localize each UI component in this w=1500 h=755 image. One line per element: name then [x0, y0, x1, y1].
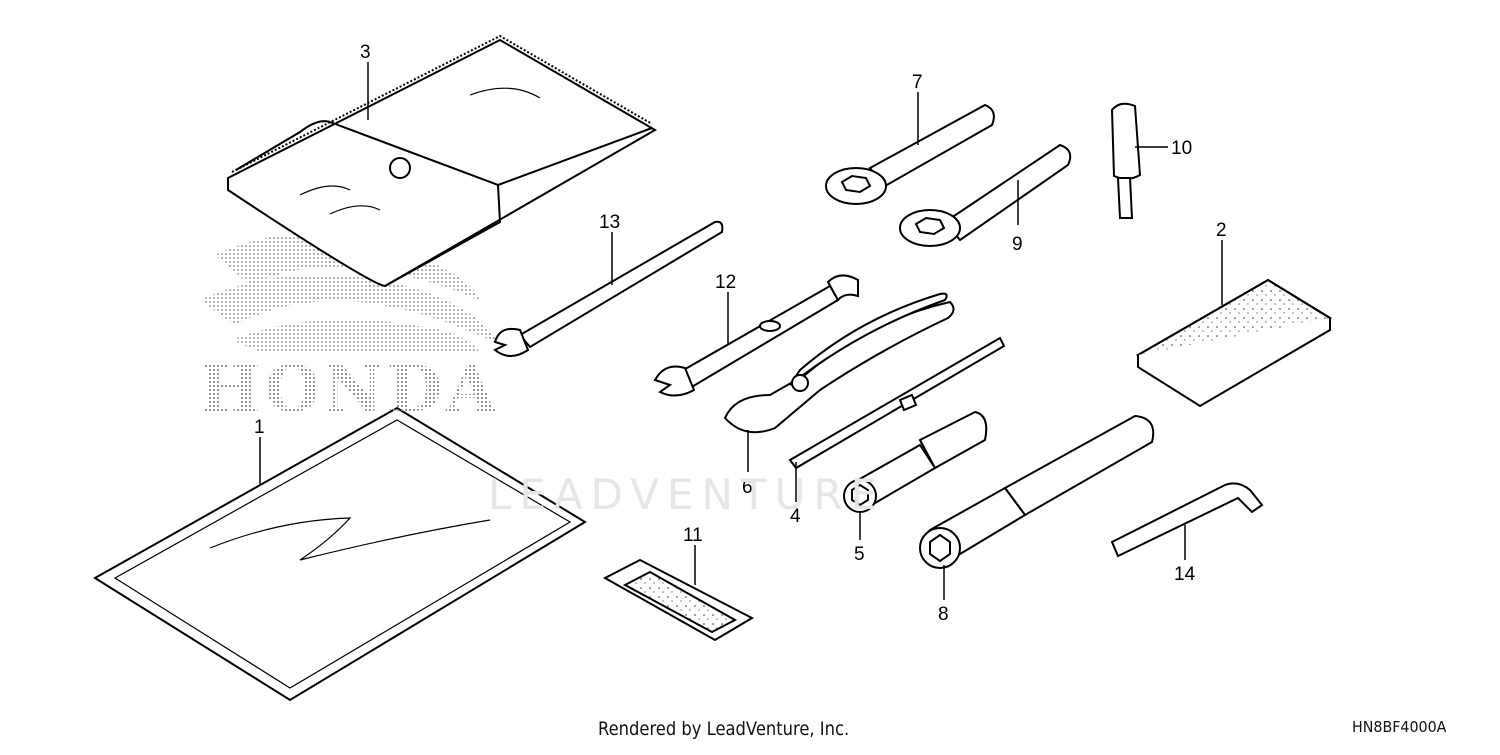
callout-3: 3: [360, 42, 371, 63]
callout-12: 12: [715, 272, 736, 293]
drawing-code: HN8BF4000A: [1352, 718, 1447, 736]
tool-bag: [227, 34, 657, 288]
ring-wrench-2: [899, 143, 1072, 247]
callout-11: 11: [683, 525, 703, 546]
socket-wrench: [843, 410, 988, 513]
rubber-band-strap: [602, 558, 755, 642]
callout-6: 6: [742, 477, 753, 498]
honda-logo-text: HONDA: [200, 352, 500, 427]
callout-9: 9: [1012, 234, 1023, 255]
sponge-pad: [1136, 278, 1332, 408]
screwdriver: [788, 336, 1006, 470]
open-end-wrench: [653, 274, 859, 397]
open-end-wrench-long: [493, 220, 724, 357]
screwdriver-grip: [1110, 102, 1142, 219]
callout-13: 13: [599, 212, 620, 233]
callout-5: 5: [854, 544, 865, 565]
callout-1: 1: [254, 417, 265, 438]
callout-4: 4: [790, 506, 801, 527]
ring-wrench: [825, 103, 995, 205]
callout-8: 8: [938, 604, 949, 625]
callout-14: 14: [1174, 564, 1196, 585]
pliers: [723, 292, 955, 434]
callout-2: 2: [1216, 220, 1227, 241]
callout-labels: 3 1 13 12 7 9 10 2 6 4 5 8 11 14: [254, 42, 1227, 625]
hex-key: [1110, 482, 1264, 558]
leader-lines: [259, 62, 1223, 600]
watermark: LEADVENTURE: [488, 470, 886, 519]
callout-10: 10: [1171, 138, 1192, 159]
footer-credit: Rendered by LeadVenture, Inc.: [598, 718, 850, 740]
tool-pouch-large: [93, 406, 587, 702]
spark-plug-wrench: [919, 414, 1155, 569]
callout-7: 7: [912, 72, 923, 93]
